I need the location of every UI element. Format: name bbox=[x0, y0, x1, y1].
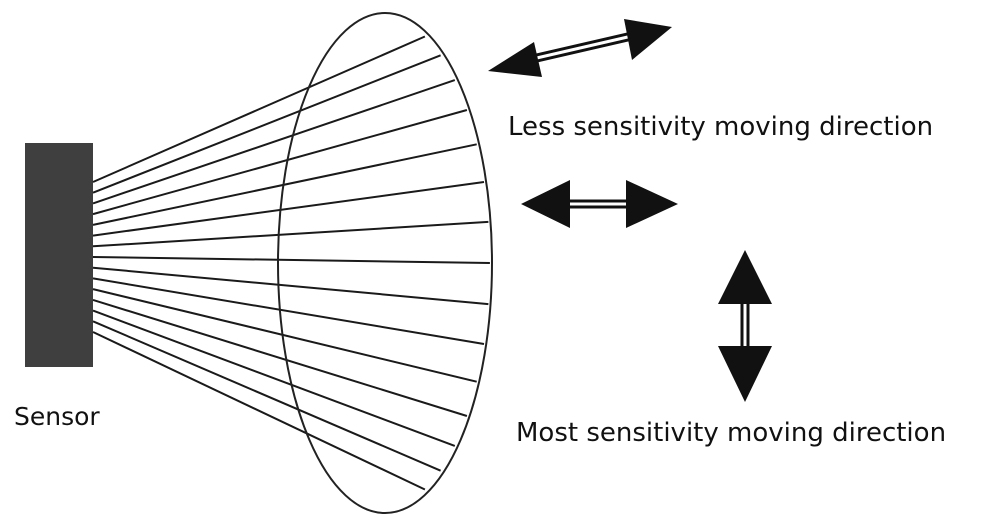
sensor-block bbox=[25, 143, 93, 367]
sensor-label: Sensor bbox=[14, 402, 100, 431]
detection-ray bbox=[92, 143, 477, 226]
detection-ray bbox=[92, 35, 426, 183]
double-arrow-horizontal-icon bbox=[521, 180, 678, 228]
detection-ray bbox=[92, 181, 485, 237]
double-arrow-vertical-icon bbox=[718, 250, 772, 402]
detection-ray bbox=[92, 266, 489, 306]
detection-ray bbox=[92, 79, 456, 205]
double-arrow-diagonal-icon bbox=[488, 19, 672, 77]
most-sensitivity-label: Most sensitivity moving direction bbox=[516, 418, 947, 448]
detection-ray bbox=[92, 331, 426, 491]
detection-ray bbox=[92, 54, 441, 194]
detection-ray bbox=[92, 109, 468, 216]
detection-ray bbox=[92, 256, 490, 264]
detection-ray bbox=[92, 309, 456, 447]
detection-ray bbox=[92, 298, 468, 417]
detection-cone-ellipse bbox=[277, 12, 493, 514]
detection-ray bbox=[92, 320, 441, 472]
detection-ray bbox=[92, 220, 489, 248]
detection-ray bbox=[92, 288, 477, 383]
less-sensitivity-label: Less sensitivity moving direction bbox=[508, 112, 934, 142]
detection-ray bbox=[92, 277, 485, 345]
detection-rays bbox=[92, 35, 490, 491]
